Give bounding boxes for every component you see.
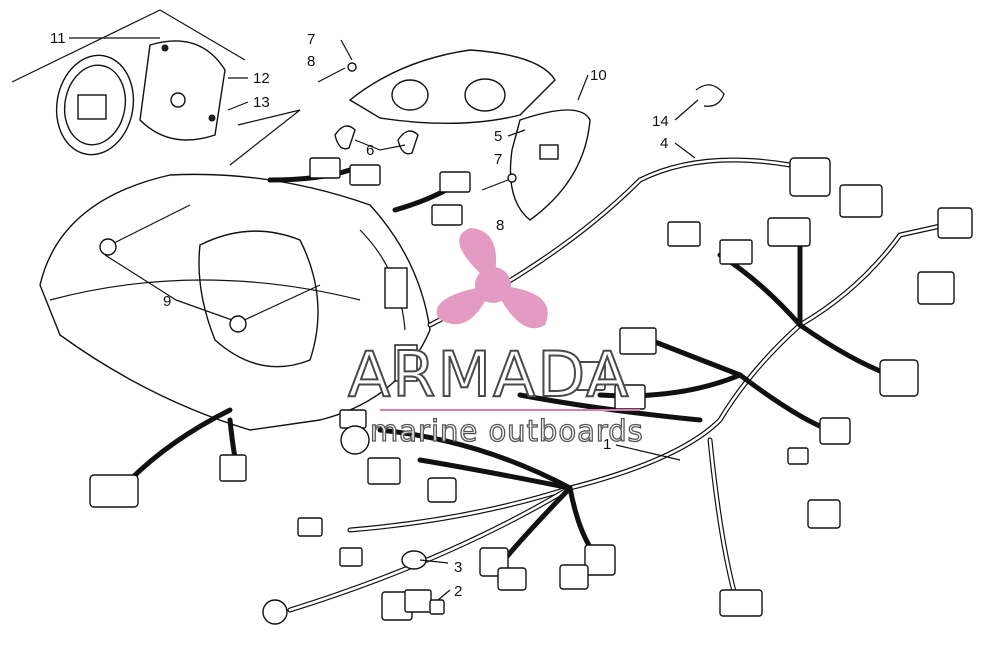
harness-connectors	[89, 157, 973, 625]
callout-8a: 8	[307, 53, 315, 70]
logo-blade-right	[493, 285, 548, 329]
headlight-housing	[348, 49, 591, 221]
callout-labels: 1 2 3 4 5 6 7 7 8 8 9 10 11 12 13 14	[50, 30, 669, 600]
front-fairing	[39, 173, 431, 431]
instrument-cluster	[11, 9, 301, 166]
callout-6: 6	[366, 142, 374, 159]
logo-blade-top	[459, 228, 497, 285]
callout-7b: 7	[494, 151, 502, 168]
logo-blade-left	[436, 285, 493, 325]
leader-lines	[69, 37, 699, 601]
watermark-subtitle: marine outboards	[370, 414, 644, 448]
callout-1: 1	[603, 436, 611, 453]
callout-3: 3	[454, 559, 462, 576]
callout-2: 2	[454, 583, 462, 600]
callout-10: 10	[590, 67, 607, 84]
callout-12: 12	[253, 70, 270, 87]
callout-8b: 8	[496, 217, 504, 234]
callout-13: 13	[253, 94, 270, 111]
callout-14: 14	[652, 113, 669, 130]
watermark-title: ARMADA	[348, 338, 630, 411]
callout-5: 5	[494, 128, 502, 145]
callout-7a: 7	[307, 31, 315, 48]
callout-11: 11	[50, 30, 66, 47]
fastener-hardware	[317, 62, 725, 191]
armada-logo	[380, 228, 640, 411]
callout-4: 4	[660, 135, 668, 152]
callout-9: 9	[163, 293, 171, 310]
